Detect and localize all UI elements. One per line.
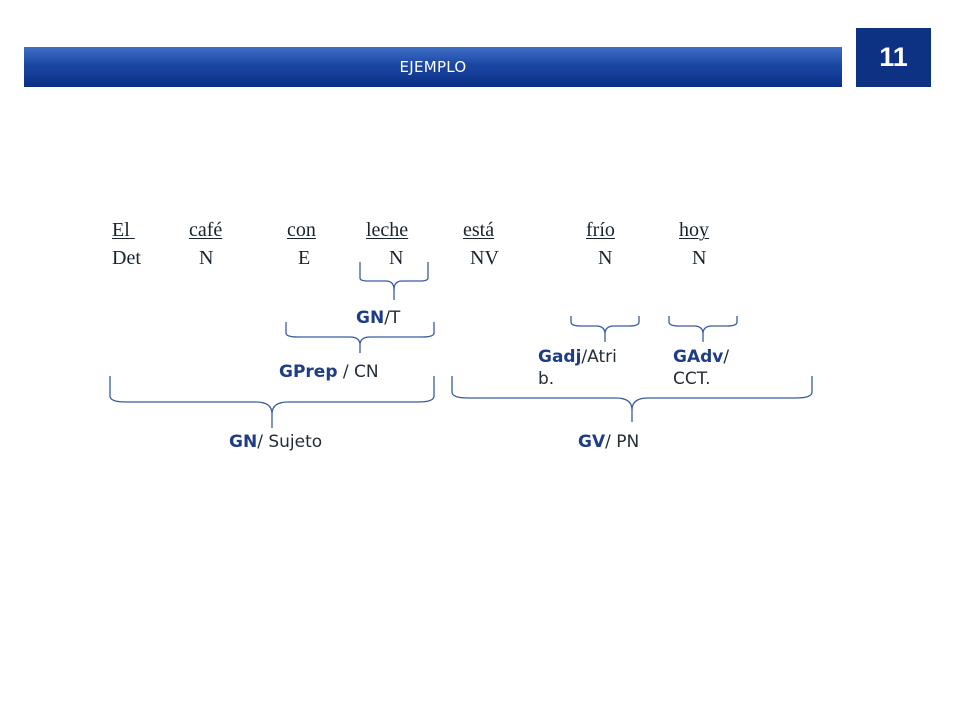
word-esta: está — [463, 219, 495, 241]
tag-n-hoy: N — [692, 247, 707, 269]
page-title: EJEMPLO — [399, 58, 467, 76]
tag-det: Det — [112, 247, 141, 269]
bracket-hoy — [668, 316, 738, 342]
header-bar: EJEMPLO — [24, 47, 842, 87]
word-con: con — [287, 219, 316, 241]
word-el: El — [112, 219, 135, 241]
label-gn-sujeto: GN/ Sujeto — [229, 432, 323, 452]
label-gn-t: GN/T — [356, 308, 401, 328]
label-gprep-cn: GPrep / CN — [279, 362, 379, 382]
bracket-con-leche — [285, 322, 435, 353]
slide-number-badge: 11 — [856, 28, 931, 87]
label-gv-pn: GV/ PN — [578, 432, 640, 452]
bracket-leche — [359, 262, 429, 300]
tag-e: E — [298, 247, 311, 269]
word-leche: leche — [366, 219, 409, 241]
bracket-predicado — [451, 376, 813, 422]
tag-n-cafe: N — [199, 247, 214, 269]
tag-n-leche: N — [389, 247, 404, 269]
word-frio: frío — [586, 219, 615, 241]
word-cafe: café — [189, 219, 223, 241]
bracket-frio — [570, 316, 640, 342]
word-hoy: hoy — [679, 219, 709, 241]
bracket-sujeto — [109, 376, 435, 428]
label-gadv-cct: GAdv/CCT. — [673, 347, 730, 389]
tag-nv: NV — [470, 247, 499, 269]
tag-n-frio: N — [598, 247, 613, 269]
